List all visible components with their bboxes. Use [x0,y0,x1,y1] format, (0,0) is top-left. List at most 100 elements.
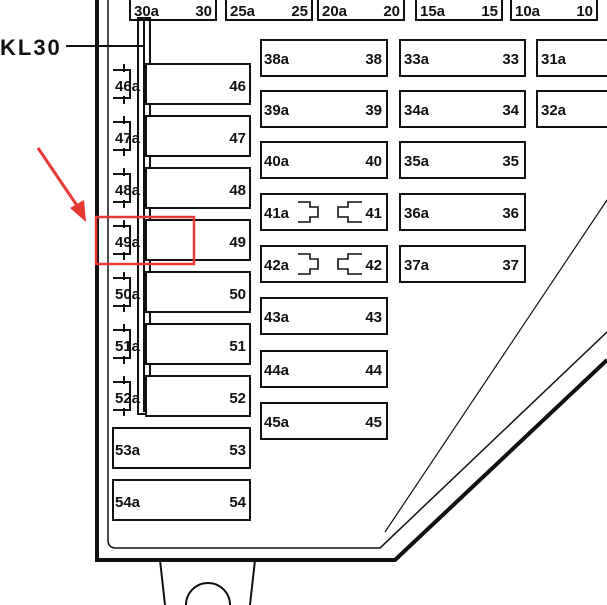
fuse-slot-31a[interactable]: 31a [536,39,607,77]
fuse-label-53a: 53a [115,442,141,459]
fuse-label-43a: 43a [264,309,290,326]
fuse-label-15: 15 [481,3,498,20]
pointer-arrow [36,147,86,222]
fuse-label-31a: 31a [541,51,567,68]
fuse-slot-49[interactable]: 49a 49 [113,219,251,261]
fuse-label-48: 48 [229,182,246,199]
fuse-slot-35[interactable]: 35a 35 [399,141,526,179]
fuse-label-36a: 36a [404,205,430,222]
fuse-label-45: 45 [365,414,382,431]
relay-terminal-left [298,253,319,275]
fuse-label-15a: 15a [420,3,446,20]
fuse-label-50a: 50a [115,286,141,303]
fuse-label-34: 34 [502,102,519,119]
fuse-slot-39[interactable]: 39a 39 [260,90,388,128]
fuse-slot-47[interactable]: 47a 47 [113,115,251,157]
fuse-slot-51[interactable]: 51a 51 [113,323,251,365]
relay-terminal-left [298,201,319,223]
fuse-label-40a: 40a [264,153,290,170]
fuse-label-40: 40 [365,153,382,170]
fuse-label-54: 54 [229,494,246,511]
fuse-label-37: 37 [502,257,519,274]
fuse-label-20: 20 [383,3,400,20]
fuse-label-30: 30 [195,3,212,20]
fuse-slot-53[interactable]: 53a 53 [112,427,251,469]
fuse-slot-52[interactable]: 52a 52 [113,375,251,417]
relay-terminal-right [337,253,362,275]
fuse-slot-41[interactable]: 41a 41 [260,193,388,231]
fuse-slot-15[interactable]: 15a 15 [415,0,503,21]
relay-terminal-right [337,201,362,223]
fuse-label-48a: 48a [115,182,141,199]
fuse-label-46: 46 [229,78,246,95]
fuse-label-20a: 20a [322,3,348,20]
fuse-label-39: 39 [365,102,382,119]
fuse-label-42a: 42a [264,257,290,274]
fuse-label-34a: 34a [404,102,430,119]
housing-outline [95,0,607,562]
fuse-label-33a: 33a [404,51,430,68]
fuse-slot-36[interactable]: 36a 36 [399,193,526,231]
housing-diagonal-rib [384,199,607,533]
mounting-hole [185,582,231,605]
right-fuse-column: 33a 33 34a 34 35a 35 36a 36 37a 37 [399,39,526,283]
fuse-slot-25[interactable]: 25a 25 [225,0,313,21]
fuse-slot-30[interactable]: 30a 30 [129,0,217,21]
fuse-slot-38[interactable]: 38a 38 [260,39,388,77]
fuse-label-51: 51 [229,338,246,355]
fuse-label-25a: 25a [230,3,256,20]
fuse-slot-50[interactable]: 50a 50 [113,271,251,313]
fuse-slot-34[interactable]: 34a 34 [399,90,526,128]
housing-inner-outline [107,0,607,549]
fuse-slot-46[interactable]: 46a 46 [113,63,251,105]
fuse-label-49: 49 [229,234,246,251]
fuse-slot-45[interactable]: 45a 45 [260,402,388,440]
fuse-slot-43[interactable]: 43a 43 [260,297,388,335]
fuse-label-42: 42 [365,257,382,274]
fuse-label-43: 43 [365,309,382,326]
fuse-label-39a: 39a [264,102,290,119]
kl30-label: KL30 [0,35,62,60]
fuse-slot-33[interactable]: 33a 33 [399,39,526,77]
fuse-label-50: 50 [229,286,246,303]
fuse-slot-32a[interactable]: 32a [536,90,607,128]
fuse-label-47a: 47a [115,130,141,147]
far-right-fuse-column: 31a 32a [536,39,607,128]
fuse-label-47: 47 [229,130,246,147]
fuse-label-44: 44 [365,362,382,379]
fuse-label-10a: 10a [515,3,541,20]
fuse-label-41: 41 [365,205,382,222]
fuse-slot-48[interactable]: 48a 48 [113,167,251,209]
fuse-slot-40[interactable]: 40a 40 [260,141,388,179]
fuse-label-37a: 37a [404,257,430,274]
fuse-label-36: 36 [502,205,519,222]
fuse-slot-54[interactable]: 54a 54 [112,479,251,521]
fuse-label-41a: 41a [264,205,290,222]
fuse-label-38: 38 [365,51,382,68]
fuse-label-25: 25 [291,3,308,20]
fuse-label-49a: 49a [115,234,141,251]
fuse-label-35a: 35a [404,153,430,170]
fuse-label-46a: 46a [115,78,141,95]
fuse-label-32a: 32a [541,102,567,119]
highlight-box [94,215,196,266]
fuse-label-33: 33 [502,51,519,68]
fuse-label-45a: 45a [264,414,290,431]
mounting-tab [159,559,256,605]
fuse-label-52: 52 [229,390,246,407]
fuse-label-38a: 38a [264,51,290,68]
fuse-label-54a: 54a [115,494,141,511]
fuse-label-30a: 30a [134,3,160,20]
fuse-label-51a: 51a [115,338,141,355]
fuse-label-52a: 52a [115,390,141,407]
fuse-slot-42[interactable]: 42a 42 [260,245,388,283]
fuse-label-35: 35 [502,153,519,170]
fuse-slot-20[interactable]: 20a 20 [317,0,405,21]
fuse-slot-37[interactable]: 37a 37 [399,245,526,283]
fuse-label-53: 53 [229,442,246,459]
